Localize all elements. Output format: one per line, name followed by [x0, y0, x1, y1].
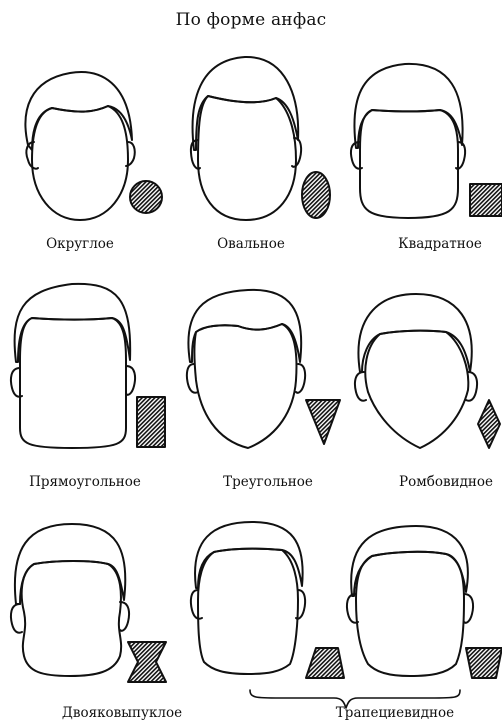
face-oval — [191, 57, 301, 220]
label-trapezoid: Трапециевидное — [330, 705, 460, 721]
label-square: Квадратное — [380, 236, 500, 252]
label-round: Округлое — [20, 236, 140, 252]
label-triangular: Треугольное — [208, 474, 328, 490]
label-rectangular: Прямоугольное — [20, 474, 150, 490]
face-rhombic — [355, 294, 477, 448]
round-shape-swatch — [130, 181, 162, 213]
face-square — [351, 64, 465, 218]
trapezoid-narrow-top-swatch — [306, 648, 344, 678]
trapezoid-wide-top-swatch — [466, 648, 502, 678]
square-shape-swatch — [470, 184, 502, 216]
triangular-shape-swatch — [306, 400, 340, 444]
label-rhombic: Ромбовидное — [390, 474, 502, 490]
label-biconvex: Двояковыпуклое — [52, 705, 192, 721]
face-trapezoid-b — [347, 526, 473, 676]
biconvex-shape-swatch — [128, 642, 166, 682]
rectangular-shape-swatch — [137, 397, 165, 447]
face-round — [25, 72, 134, 220]
face-triangular — [187, 290, 305, 448]
face-rectangular — [11, 284, 135, 448]
label-oval: Овальное — [196, 236, 306, 252]
rhombic-shape-swatch — [478, 400, 500, 448]
face-biconvex — [11, 524, 129, 676]
face-trapezoid-a — [191, 522, 305, 674]
oval-shape-swatch — [302, 172, 330, 218]
